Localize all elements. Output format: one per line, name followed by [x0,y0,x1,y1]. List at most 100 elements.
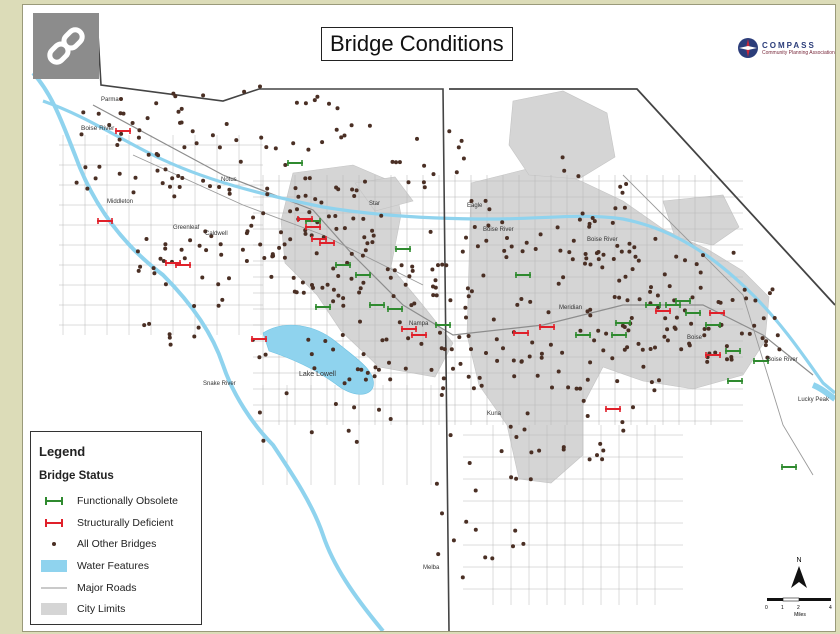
bridge-other [701,253,705,258]
bridge-other [340,333,345,337]
bridge-other [679,347,684,352]
bridge-other [665,327,670,332]
bridge-other [376,367,381,372]
bridge-other [354,439,359,444]
bridge-other [388,417,393,421]
bridge-other [472,225,477,229]
bridge-other [294,290,299,295]
bridge-other [578,328,583,333]
bridge-other [319,200,324,205]
bridge-other [662,334,667,339]
bridge-other [295,207,299,212]
bridge-other [521,541,526,546]
bridge-other [341,303,346,308]
bridge-other [501,346,505,351]
bridge-other [706,326,711,331]
north-arrow: N [789,557,809,592]
bridge-other [469,199,474,203]
bridge-other [263,352,268,357]
legend-item-city: City Limits [41,602,125,616]
bridge-other [349,251,354,256]
bridge-other [107,123,112,127]
bridge-other [620,190,625,195]
bridge-other [238,159,243,164]
bridge-other [200,275,205,280]
bridge-other [160,181,165,186]
bridge-other [261,438,266,443]
bridge-other [259,135,264,140]
bridge-other [578,386,583,391]
bridge-other [504,255,509,260]
label-nampa: Nampa [409,321,429,327]
bridge-other [403,282,408,287]
bridge-other [434,481,439,486]
bridge-other [380,338,385,343]
bridge-other [509,475,514,480]
bridge-other [294,100,299,105]
bridge-other [466,334,471,338]
bridge-other [581,398,586,403]
bridge-other [508,424,513,429]
bridge-other [431,284,435,289]
label-caldwell: Caldwell [205,231,228,237]
bridge-other [640,347,645,352]
link-button[interactable] [33,13,99,79]
bridge-other [269,274,274,279]
bridge-other [288,209,293,214]
bridge-other [465,286,470,291]
legend-item-other: All Other Bridges [41,537,156,551]
bridge-other [649,285,653,290]
bridge-other [519,359,524,364]
bridge-other [315,94,320,99]
bridge-other [625,298,630,303]
bridge-other [511,544,515,549]
bridge-other [136,268,141,273]
bridge-other [192,334,197,339]
bridge-other [588,313,593,318]
bridge-other [115,143,120,147]
bridge-other [777,347,782,352]
bridge-other [594,251,599,256]
bridge-other [477,375,482,380]
city-limit-area [662,194,740,246]
bridge-other [81,110,86,115]
bridge-other [683,258,687,263]
scale-unit: Miles [794,612,806,618]
bridge-other [617,295,622,300]
label-parma: Parma [101,97,119,103]
bridge-other [428,229,433,234]
bridge-other [588,360,593,365]
bridge-other [349,123,354,128]
bridge-other [495,358,500,363]
bridge-other [713,350,718,355]
bridge-other [320,285,325,290]
bridge-other [306,337,311,342]
bridge-other [334,226,339,231]
bridge-other [277,245,282,250]
bridge-other [499,449,504,454]
bridge-other [448,433,453,438]
bridge-other [334,127,339,132]
bridge-other [429,367,434,372]
bridge-other [585,414,590,418]
bridge-other [391,294,396,299]
bridge-other [577,217,582,222]
north-arrow-icon [791,566,807,588]
bridge-other [689,321,694,326]
bridge-other [410,264,415,269]
bridge-other [775,333,780,338]
bridge-other [587,221,592,226]
bridge-other [626,328,631,333]
bridge-other [752,323,757,328]
bridge-other [361,352,366,357]
bridge-other [303,231,308,236]
legend-subtitle: Bridge Status [39,470,114,482]
bridge-other [539,355,544,360]
bridge-other [558,248,563,253]
bridge-other [767,291,772,296]
bridge-other [342,226,347,231]
bridge-other [457,335,462,340]
bridge-other [612,295,617,299]
bridge-other [363,248,368,253]
bridge-other [585,377,590,382]
